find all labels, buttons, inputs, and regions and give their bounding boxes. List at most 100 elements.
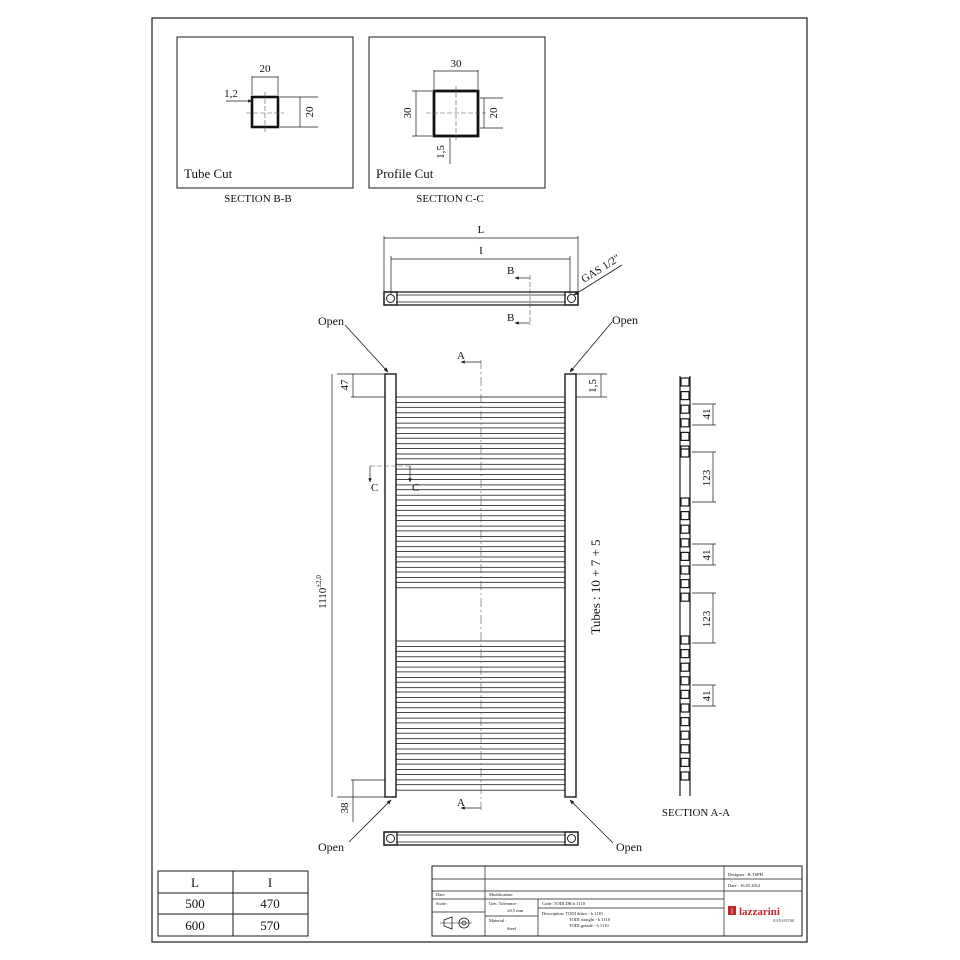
- title-block: Designer : R.TSPH Date : 16.05.2012 Date…: [431, 865, 803, 937]
- aa-tube-square: [680, 689, 690, 700]
- section-bb: 20 20 1,2 Tube Cut: [176, 36, 354, 189]
- tb-description: Description: TODI dritto - h 1110: [542, 911, 603, 916]
- tube: [395, 561, 566, 568]
- tube-group: [395, 396, 566, 791]
- tube: [395, 406, 566, 414]
- aa-tube-square: [680, 648, 690, 659]
- open-label-top-right: Open: [612, 313, 638, 327]
- aa-tube-square: [680, 662, 690, 672]
- aa-tube-square: [680, 578, 690, 589]
- tube: [395, 743, 566, 750]
- open-label-top-left: Open: [318, 314, 344, 328]
- aa-dim-41-top: 41: [701, 409, 713, 420]
- tube: [395, 489, 566, 496]
- tube: [395, 681, 566, 689]
- aa-tube-square: [680, 676, 690, 686]
- aa-tube-square: [680, 404, 690, 414]
- aa-tube-square: [680, 551, 690, 562]
- size-table-header-l: L: [191, 875, 199, 890]
- tube: [395, 437, 566, 445]
- tube: [395, 417, 566, 424]
- size-table-cell: 600: [185, 918, 205, 933]
- aa-tube-square: [680, 771, 690, 781]
- tube: [395, 712, 566, 719]
- cc-height-inner-label: 20: [488, 107, 500, 119]
- open-label-bottom-left: Open: [318, 840, 344, 854]
- tube: [395, 540, 566, 548]
- sheet-border: [151, 17, 808, 943]
- dim-top-47: 47: [339, 379, 351, 391]
- cc-wall-label: 1,5: [435, 145, 447, 159]
- lazzarini-logo-icon: l lazzarini RADIATORI: [728, 906, 795, 923]
- tube: [395, 530, 566, 537]
- aa-tube-square: [680, 716, 690, 727]
- section-mark-b-top: B: [507, 265, 514, 277]
- tubes-count-label: Tubes : 10 + 7 + 5: [588, 539, 603, 634]
- section-cc-title: SECTION C-C: [416, 193, 484, 205]
- tube: [395, 478, 566, 486]
- tb-row-date: Date: [436, 892, 445, 897]
- cc-height-outer-label: 30: [402, 107, 414, 119]
- tube: [395, 784, 566, 791]
- aa-tube-square: [680, 538, 690, 548]
- tb-description-line3: TODI gerade - h 1110: [569, 923, 609, 928]
- tb-material-label: Material :: [489, 918, 507, 923]
- tb-date: Date : 16.05.2012: [728, 883, 760, 888]
- tube: [395, 448, 566, 455]
- bb-wall-label: 1,2: [224, 88, 238, 100]
- section-bb-title: SECTION B-B: [224, 193, 292, 205]
- tb-material-value: Steel: [507, 926, 517, 931]
- aa-dim-123-top: 123: [701, 469, 713, 486]
- tb-designer: Designer : R.TSPH: [728, 872, 764, 877]
- section-mark-b-bottom: B: [507, 312, 514, 324]
- cc-caption: Profile Cut: [376, 166, 434, 181]
- tube: [395, 551, 566, 558]
- top-dim-I: I: [479, 245, 483, 257]
- tube: [395, 571, 566, 578]
- aa-tube-square: [680, 565, 690, 575]
- tube: [395, 691, 566, 698]
- size-table-cell: 500: [185, 896, 205, 911]
- section-cc: 30 30 20 1,5 Profile Cut: [368, 36, 546, 189]
- projection-symbol-icon: [440, 916, 472, 930]
- dim-bottom-38: 38: [339, 802, 351, 814]
- tube: [395, 499, 566, 506]
- tube: [395, 650, 566, 658]
- aa-tube-square: [680, 497, 690, 507]
- tube: [395, 732, 566, 740]
- section-aa-tube-squares: [680, 377, 690, 781]
- tube: [395, 458, 566, 465]
- aa-tube-square: [680, 703, 690, 713]
- tube: [395, 640, 566, 647]
- top-view: L I B B GAS 1/2": [383, 224, 622, 325]
- tube: [395, 581, 566, 589]
- aa-tube-square: [680, 391, 690, 401]
- brand-sub: RADIATORI: [773, 918, 795, 923]
- aa-tube-square: [680, 592, 690, 602]
- tube: [395, 722, 566, 729]
- section-aa-title: SECTION A-A: [662, 807, 730, 819]
- size-table-cell: 570: [260, 918, 280, 933]
- aa-tube-square: [680, 377, 690, 387]
- section-mark-a-bottom: A: [457, 797, 465, 809]
- bb-height-label: 20: [304, 106, 316, 118]
- bb-caption: Tube Cut: [184, 166, 233, 181]
- aa-tube-square: [680, 757, 690, 768]
- tube: [395, 753, 566, 760]
- tube: [395, 671, 566, 678]
- cc-width-label: 30: [451, 58, 463, 70]
- tube: [395, 763, 566, 770]
- aa-tube-square: [680, 448, 690, 458]
- tb-code: Code: TODI DR h 1110: [542, 901, 586, 906]
- aa-tube-square: [680, 635, 690, 645]
- aa-dim-123-bottom: 123: [701, 610, 713, 627]
- tube: [395, 701, 566, 709]
- bb-width-label: 20: [260, 63, 272, 75]
- aa-dim-41-bottom: 41: [701, 691, 713, 702]
- tb-row-modification: Modification: [489, 892, 513, 897]
- dim-height-1110: 1110±2,0: [315, 575, 329, 609]
- section-aa: 41 123 41 123 41: [679, 376, 716, 796]
- tube: [395, 427, 566, 434]
- section-cc-frame: [368, 36, 546, 189]
